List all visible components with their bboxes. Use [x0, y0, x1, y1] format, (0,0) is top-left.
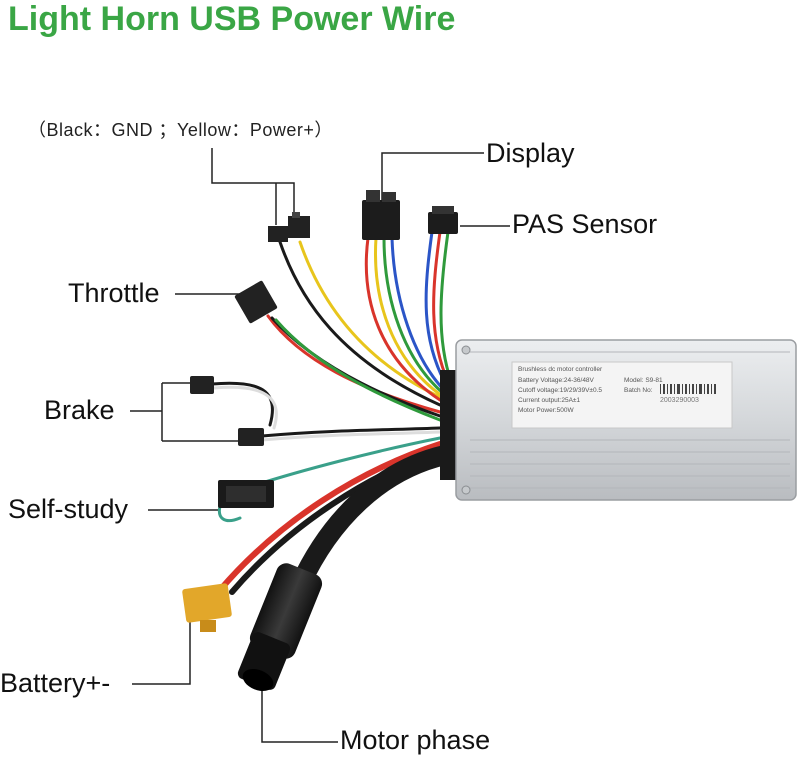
label-battery: Battery+-: [0, 668, 111, 698]
controller-label-sticker: [511, 361, 733, 429]
label-serial: 2003290003: [660, 397, 699, 404]
usb-power-connectors: [268, 212, 310, 242]
wire-brake-lower-white: [260, 430, 442, 442]
usb-wire-color-note: （Black：GND ；Yellow：Power+）: [28, 120, 333, 140]
label-motor-power: Motor Power:500W: [518, 407, 574, 414]
wire-usb-yellow: [298, 240, 444, 400]
wire-throttle-green: [274, 318, 442, 422]
wire-display-red: [364, 236, 442, 402]
wire-display-blue: [390, 236, 448, 394]
leader-lines: [130, 148, 510, 743]
wire-motor-phase: [290, 445, 455, 595]
motor-phase-connector: [237, 563, 323, 692]
label-model: Model: S9-81: [624, 377, 663, 384]
wire-brake-upper-white: [212, 385, 278, 430]
leader-motor-phase: [261, 690, 338, 743]
wire-display-yellow: [374, 236, 444, 398]
self-study-connector: [218, 480, 274, 508]
battery-connector: [182, 583, 232, 632]
wire-pas-red: [432, 230, 452, 388]
label-brake: Brake: [44, 395, 115, 425]
label-cutoff-voltage: Cutoff voltage:19/29/39V±0.5: [518, 387, 602, 394]
leader-display: [381, 152, 484, 200]
throttle-connector: [234, 280, 278, 324]
pas-sensor-connector: [428, 206, 458, 234]
leader-brake: [130, 382, 240, 442]
brake-connectors: [190, 376, 264, 446]
wire-throttle-red: [266, 314, 442, 414]
motor-controller: Brushless dc motor controller Battery Vo…: [440, 339, 797, 501]
label-pas-sensor: PAS Sensor: [512, 209, 658, 239]
wire-display-green: [382, 236, 446, 396]
diagram-title: Light Horn USB Power Wire: [8, 0, 456, 38]
barcode-icon: [660, 384, 716, 394]
label-motor-phase: Motor phase: [340, 725, 491, 755]
wire-brake-upper: [210, 381, 274, 427]
label-self-study: Self-study: [8, 494, 129, 524]
leader-battery: [132, 614, 191, 685]
label-display: Display: [486, 138, 575, 168]
wire-usb-black: [278, 240, 442, 407]
label-batch-no: Batch No:: [624, 387, 653, 394]
wire-throttle-black: [270, 316, 442, 418]
display-connector: [362, 190, 400, 240]
label-battery-voltage: Battery Voltage:24-36/48V: [518, 377, 595, 384]
label-line1: Brushless dc motor controller: [518, 366, 603, 373]
label-throttle: Throttle: [68, 278, 160, 308]
wire-pas-blue: [424, 230, 450, 390]
wire-brake-lower: [260, 426, 442, 438]
wires: [210, 230, 455, 595]
leader-usb-power: [211, 148, 295, 225]
label-current-output: Current output:25A±1: [518, 397, 580, 404]
wire-battery-red: [217, 441, 443, 593]
wire-pas-green: [439, 230, 454, 386]
